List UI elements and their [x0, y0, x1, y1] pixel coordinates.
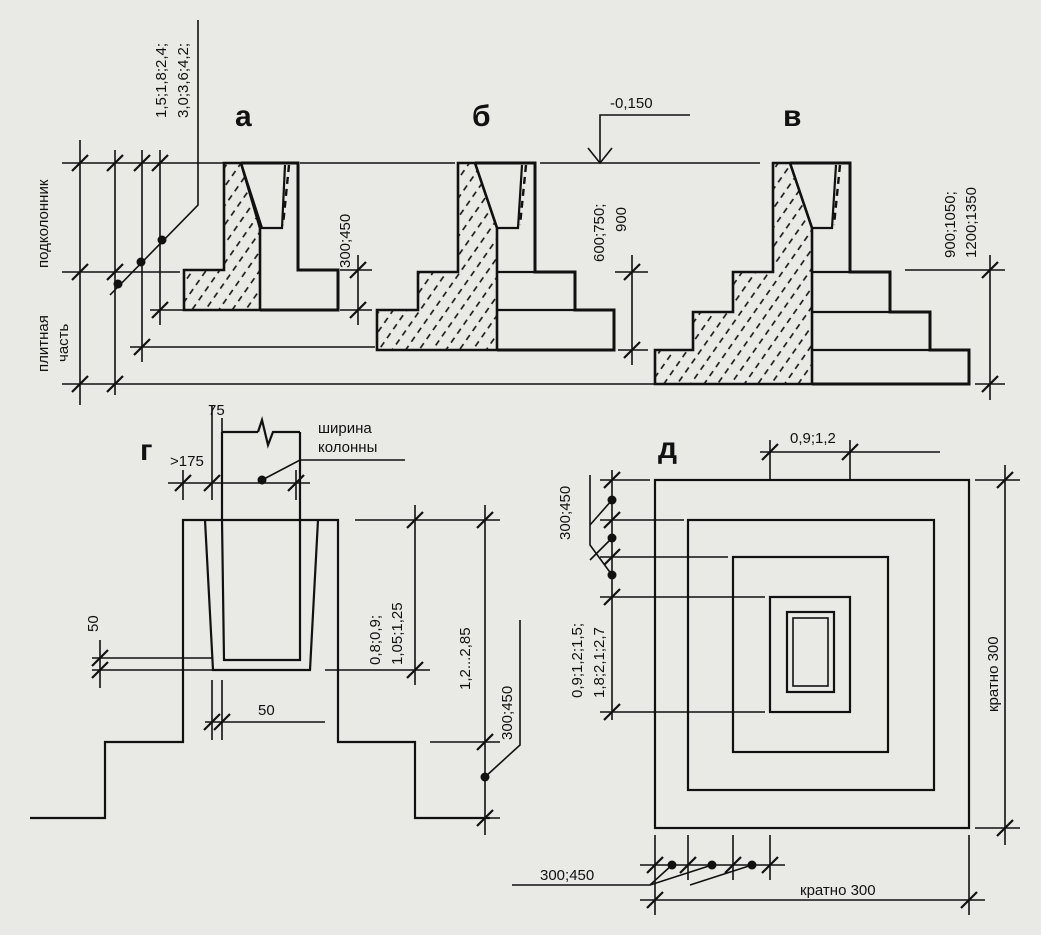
- view-b-height-label-2: 900: [613, 207, 630, 232]
- plan-bottom-steps-label: 300;450: [540, 867, 594, 884]
- level-mark-label: -0,150: [610, 95, 653, 112]
- glass-gap-label: >175: [170, 453, 204, 470]
- plitnaya-label: плитная: [35, 315, 52, 372]
- glass-total-label: 1,2...2,85: [457, 627, 474, 690]
- view-d-plan: д 0,9;1,2 кратно 300 300;450 0,9;1: [512, 430, 1020, 915]
- view-a-height-label: 300;450: [337, 214, 354, 268]
- column-width-label-1: ширина: [318, 420, 372, 437]
- plan-right-label: кратно 300: [985, 636, 1002, 712]
- step-heights-label-1: 1,5;1,8;2,4;: [153, 43, 170, 118]
- plan-sizes-label-1: 0,9;1,2;1,5;: [569, 623, 586, 698]
- view-a-foundation: а 300;450: [182, 100, 455, 325]
- plan-bottom-label: кратно 300: [800, 882, 876, 899]
- view-v-foundation: в 900;1050; 1200;1350: [653, 100, 1005, 400]
- glass-bottom-label: 50: [85, 615, 102, 632]
- view-b-foundation: б -0,150 600;750; 900: [375, 95, 760, 365]
- glass-step-label: 300;450: [499, 686, 516, 740]
- step-heights-label-2: 3,0;3,6;4,2;: [175, 43, 192, 118]
- view-b-height-label-1: 600;750;: [591, 204, 608, 262]
- glass-wall-label: 50: [258, 702, 275, 719]
- column-width-label-2: колонны: [318, 439, 377, 456]
- plan-sizes-label-2: 1,8;2,1;2,7: [591, 627, 608, 698]
- left-dimension-chain: 1,5;1,8;2,4; 3,0;3,6;4,2; подколонник пл…: [35, 20, 655, 405]
- view-v-label: в: [783, 100, 801, 133]
- plan-step-label: 300;450: [557, 486, 574, 540]
- glass-top-label: 75: [208, 402, 225, 419]
- glass-depth-label-2: 1,05;1,25: [389, 602, 406, 665]
- view-g-glass-detail: г 75 >175 ширина колонны 0,8;0,9; 1,05;1…: [30, 402, 521, 835]
- view-a-label: а: [235, 100, 252, 133]
- view-d-label: д: [658, 432, 677, 465]
- view-v-height-label-2: 1200;1350: [963, 187, 980, 258]
- view-b-label: б: [472, 100, 491, 133]
- plan-top-label: 0,9;1,2: [790, 430, 836, 447]
- glass-depth-label-1: 0,8;0,9;: [367, 615, 384, 665]
- chast-label: часть: [55, 323, 72, 362]
- view-v-height-label-1: 900;1050;: [942, 191, 959, 258]
- view-g-label: г: [140, 434, 153, 467]
- podkolonnik-label: подколонник: [35, 179, 52, 268]
